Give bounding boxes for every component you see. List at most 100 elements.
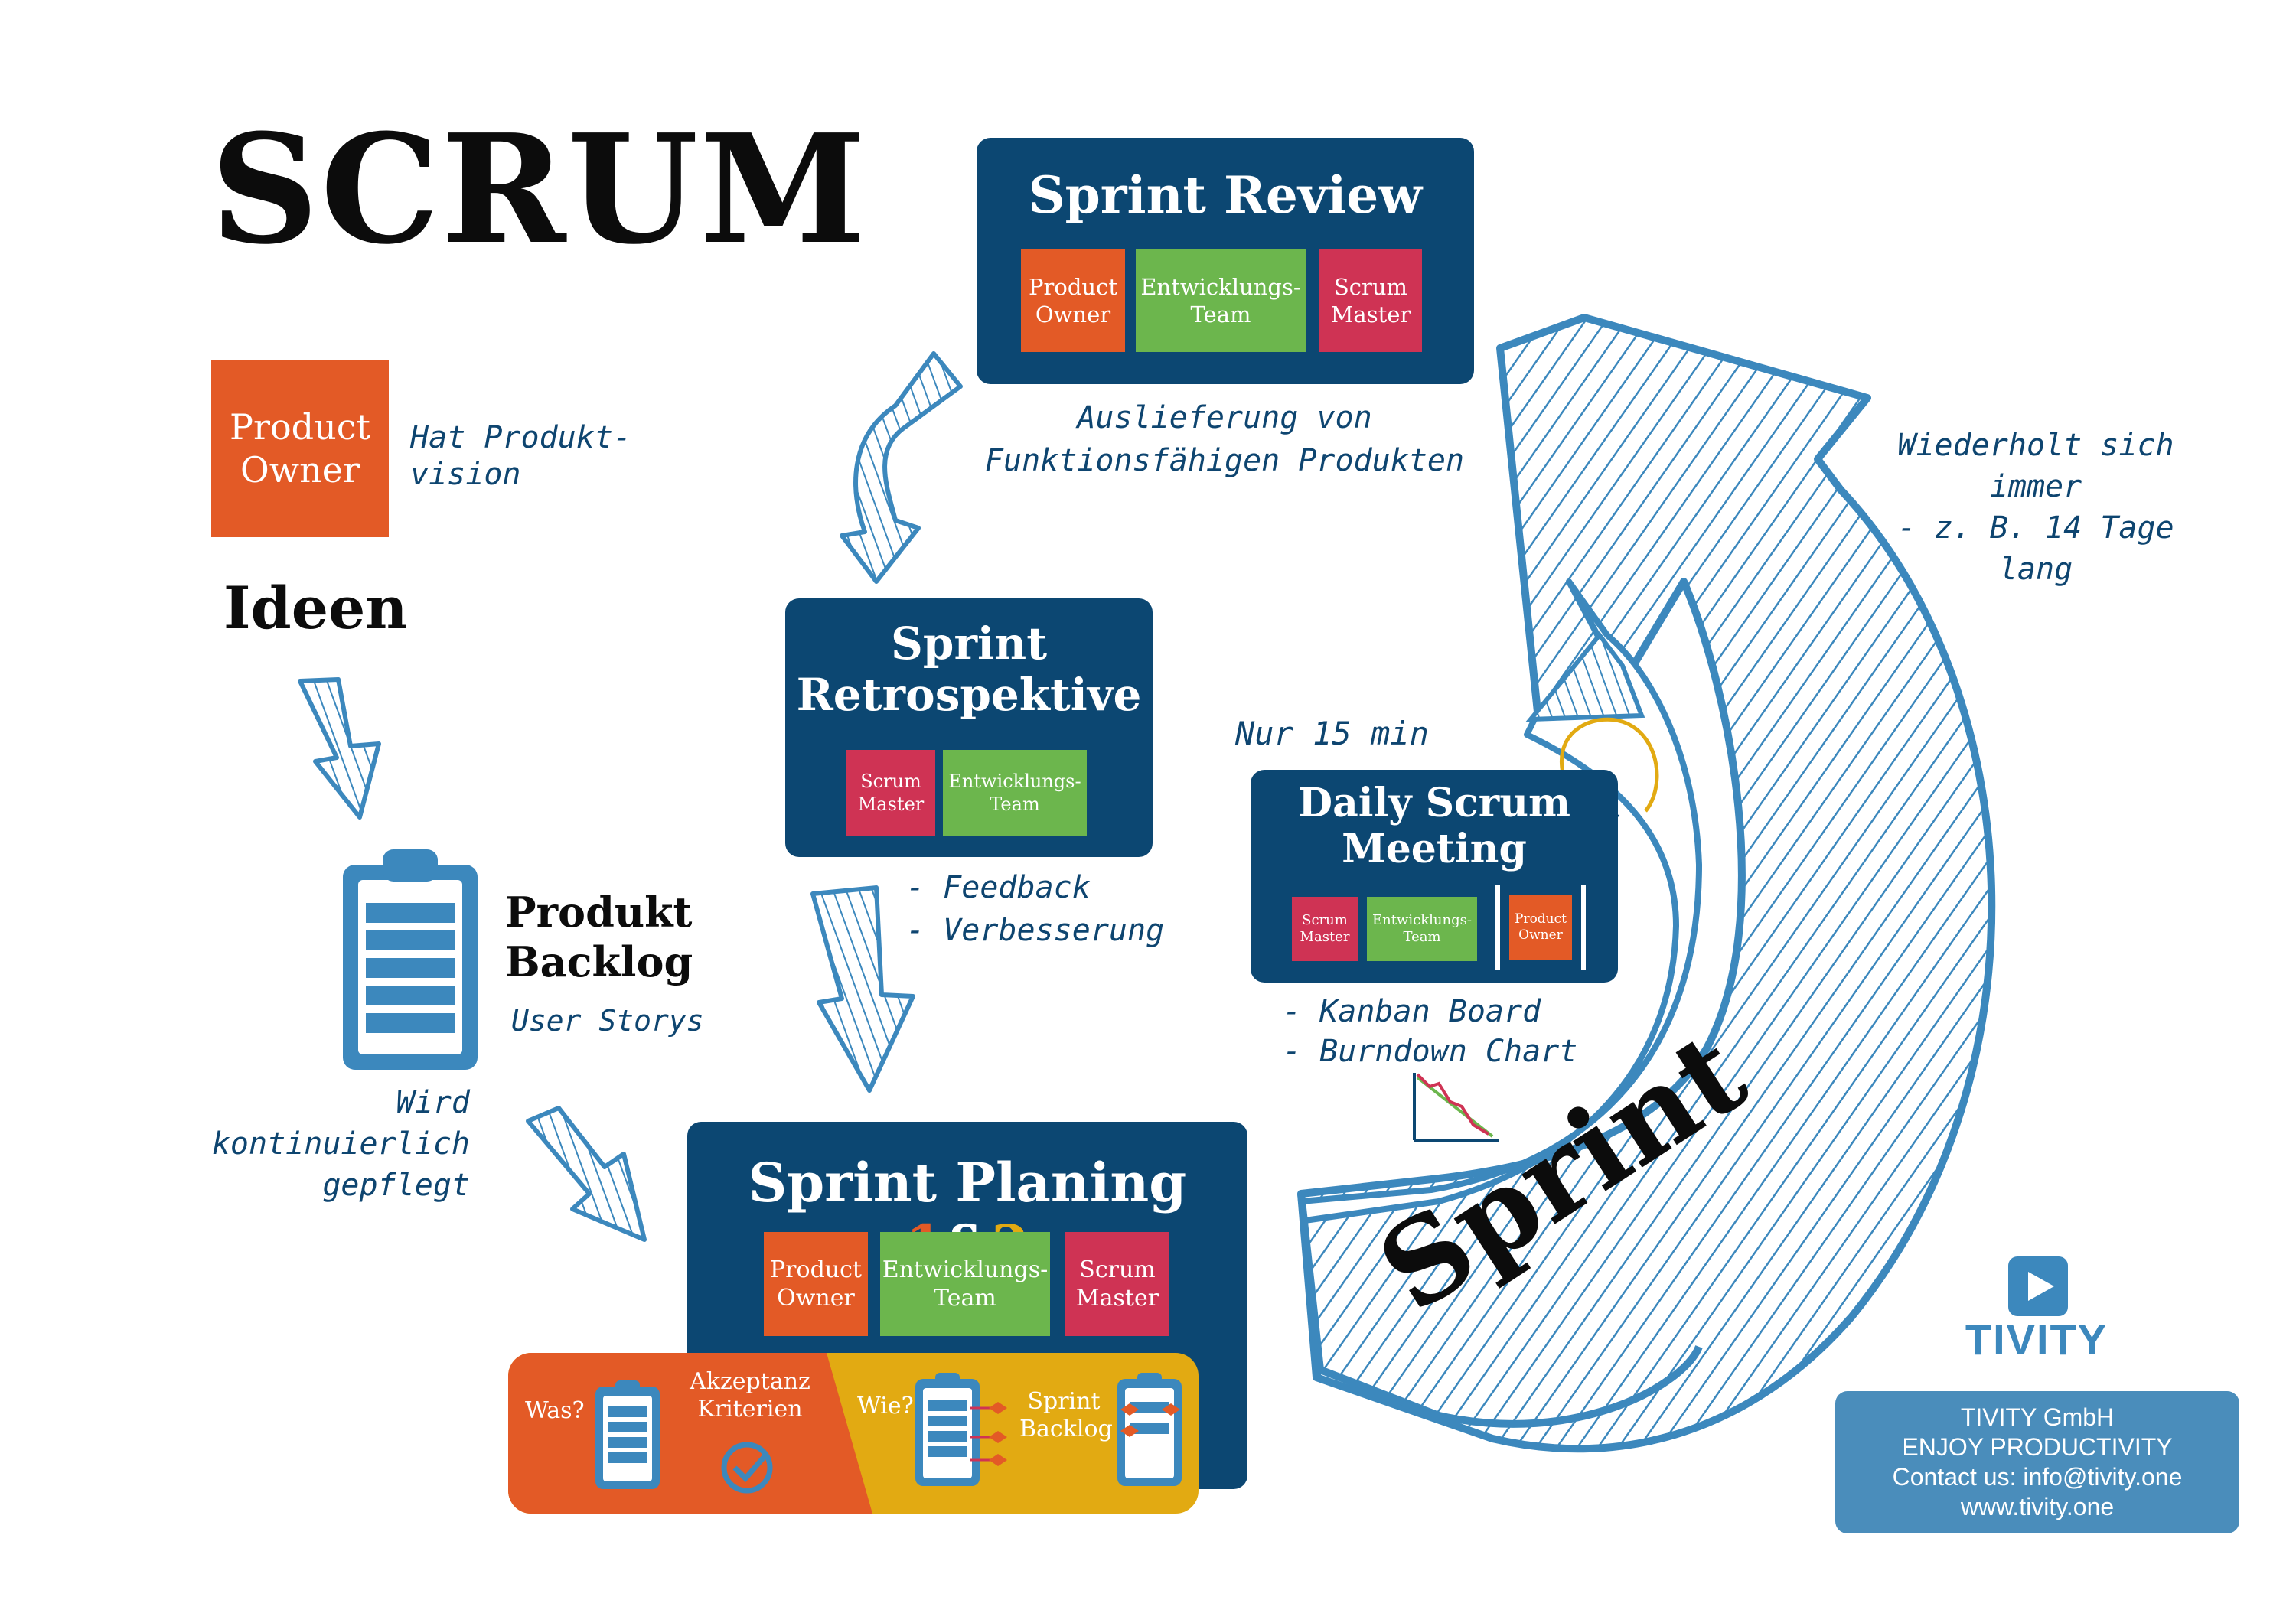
sprint-planing-title: Sprint Planing 1&2 — [687, 1152, 1247, 1276]
backlog-subtitle: User Storys — [511, 1004, 704, 1038]
arrow-ideas-to-backlog — [298, 677, 381, 820]
strip-akzeptanz-line2: Kriterien — [697, 1396, 803, 1423]
backlog-note: Wird kontinuierlich gepflegt — [126, 1082, 470, 1206]
cycle-note-line1: Wiederholt sich — [1897, 428, 2174, 463]
clipboard-icon — [343, 849, 478, 1070]
role-line: Master — [1300, 929, 1350, 945]
strip-akzeptanz: Akzeptanz Kriterien — [681, 1368, 819, 1423]
role-line: Entwicklungs- — [948, 771, 1081, 792]
strip-akzeptanz-line1: Akzeptanz — [690, 1368, 810, 1395]
product-owner-note-line2: vision — [410, 457, 521, 492]
planing-role-dev-team: Entwicklungs-Team — [880, 1232, 1050, 1336]
role-line: Product — [1515, 911, 1567, 927]
role-line: Team — [990, 794, 1040, 815]
role-line: Scrum — [1079, 1256, 1156, 1283]
role-line: Scrum — [1302, 911, 1348, 928]
retro-note: - Feedback - Verbesserung — [906, 866, 1164, 952]
daily-title-line2: Meeting — [1342, 825, 1527, 872]
sprint-retro-title-line1: Sprint — [891, 618, 1047, 670]
retro-note-line1: - Feedback — [906, 870, 1091, 905]
daily-note-line1: - Kanban Board — [1283, 994, 1541, 1029]
cycle-note-line2: immer — [1989, 469, 2082, 504]
role-line: Team — [934, 1285, 996, 1312]
brand-company: TIVITY GmbH — [1960, 1403, 2115, 1431]
sprint-review-note-line1: Auslieferung von — [1077, 400, 1372, 435]
brand-name: TIVITY — [1965, 1315, 2108, 1364]
sprint-review-title: Sprint Review — [1028, 165, 1423, 225]
role-line: Master — [857, 794, 925, 815]
product-owner-label-2: Owner — [240, 449, 360, 490]
role-line: Scrum — [860, 771, 921, 792]
arrow-review-to-retro — [840, 351, 963, 584]
role-line: Master — [1075, 1285, 1159, 1312]
sprint-cycle-arrow — [1297, 314, 1996, 1453]
role-line: Owner — [1518, 927, 1563, 943]
daily-scrum-title: Daily Scrum Meeting — [1251, 781, 1618, 872]
sprint-review-role-dev-team: Entwicklungs-Team — [1136, 249, 1306, 352]
strip-sprint-backlog-line1: Sprint — [1027, 1388, 1101, 1415]
cycle-note-line3: - z. B. 14 Tage lang — [1897, 510, 2174, 587]
retro-role-dev-team: Entwicklungs-Team — [943, 750, 1087, 836]
product-owner-box: Product Owner — [211, 360, 389, 537]
daily-top-note: Nur 15 min — [1235, 715, 1429, 752]
daily-title-line1: Daily Scrum — [1297, 780, 1571, 826]
backlog-title-line2: Backlog — [505, 937, 693, 986]
contact-box: TIVITY GmbH ENJOY PRODUCTIVITY Contact u… — [1835, 1391, 2239, 1533]
role-line: Entwicklungs- — [1140, 273, 1301, 300]
role-line: Owner — [777, 1285, 855, 1312]
strip-sprint-backlog-line2: Backlog — [1019, 1416, 1113, 1442]
brand-tagline: ENJOY PRODUCTIVITY — [1902, 1432, 2173, 1461]
role-line: Master — [1330, 301, 1411, 328]
strip-sprint-backlog: Sprint Backlog — [1019, 1388, 1113, 1443]
brand-contact[interactable]: Contact us: info@tivity.one — [1892, 1463, 2183, 1491]
strip-was: Was? — [525, 1397, 585, 1424]
daily-note-line2: - Burndown Chart — [1283, 1034, 1578, 1069]
sprint-review-note-line2: Funktionsfähigen Produkten — [984, 443, 1465, 478]
role-line: Product — [770, 1256, 862, 1283]
product-owner-note: Hat Produkt- vision — [410, 419, 631, 493]
cycle-note: Wiederholt sich immer - z. B. 14 Tage la… — [1867, 425, 2204, 590]
role-line: Scrum — [1333, 273, 1408, 300]
daily-role-dev-team: Entwicklungs-Team — [1367, 897, 1477, 961]
page-title: SCRUM — [210, 102, 868, 278]
role-line: Product — [1029, 273, 1117, 300]
sprint-review-note: Auslieferung von Funktionsfähigen Produk… — [972, 396, 1477, 482]
role-line: Entwicklungs- — [882, 1256, 1049, 1283]
planing-strip: Was? Akzeptanz Kriterien Wie? Sprint Bac… — [508, 1353, 1199, 1514]
role-line: Team — [1403, 929, 1441, 945]
role-line: Owner — [1035, 301, 1111, 328]
planing-strip-graphics — [508, 1353, 1199, 1514]
retro-note-line2: - Verbesserung — [906, 913, 1165, 948]
arrow-backlog-to-planing — [526, 1106, 647, 1242]
backlog-note-line1: Wird kontinuierlich — [211, 1085, 470, 1162]
product-owner-note-line1: Hat Produkt- — [410, 420, 631, 455]
backlog-title-line1: Produkt — [505, 888, 693, 937]
brand-website[interactable]: www.tivity.one — [1960, 1493, 2115, 1521]
role-line: Entwicklungs- — [1372, 911, 1472, 928]
arrow-retro-to-planing — [810, 885, 915, 1093]
product-owner-label-1: Product — [230, 406, 370, 448]
sprint-retro-title-line2: Retrospektive — [796, 668, 1142, 721]
sprint-retro-title: Sprint Retrospektive — [785, 618, 1153, 720]
tivity-logo-icon — [2008, 1256, 2068, 1316]
ideas-label: Ideen — [223, 574, 408, 642]
backlog-title: Produkt Backlog — [505, 888, 693, 987]
role-line: Team — [1190, 301, 1251, 328]
daily-note: - Kanban Board - Burndown Chart — [1283, 992, 1577, 1071]
burndown-chart-icon — [1413, 1073, 1499, 1142]
planing-title-main: Sprint Planing — [748, 1151, 1187, 1214]
backlog-note-line2: gepflegt — [322, 1168, 470, 1203]
strip-wie: Wie? — [857, 1393, 914, 1419]
